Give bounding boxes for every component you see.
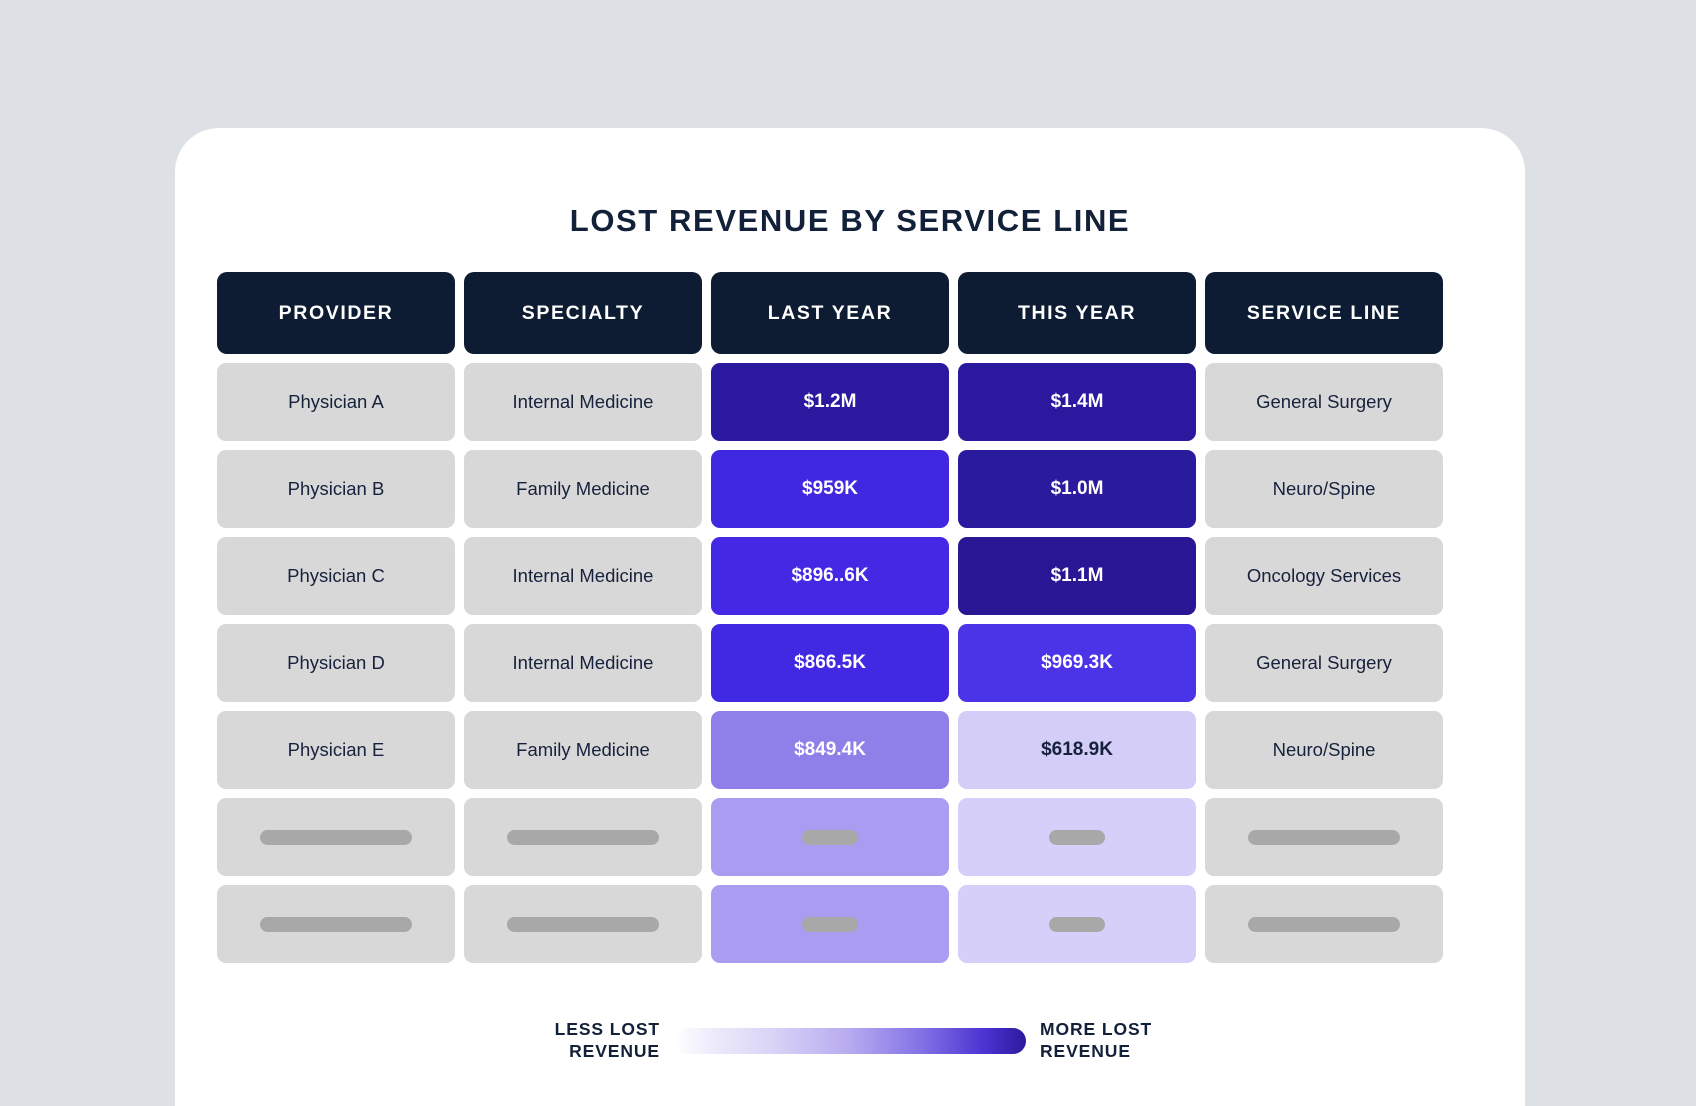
lost-revenue-table: PROVIDER SPECIALTY LAST YEAR THIS YEAR S… [217,272,1449,972]
cell-specialty: Internal Medicine [464,624,702,702]
placeholder-bar [802,916,858,932]
cell-service-line: General Surgery [1205,363,1443,441]
cell-specialty-placeholder [464,798,702,876]
cell-last-year: $849.4K [711,711,949,789]
table-row-placeholder [217,885,1449,963]
cell-last-year-placeholder [711,798,949,876]
legend-label-less: LESS LOST REVENUE [554,1019,660,1061]
column-header-provider[interactable]: PROVIDER [217,272,455,354]
page-title: LOST REVENUE BY SERVICE LINE [569,203,1131,238]
cell-specialty: Family Medicine [464,711,702,789]
placeholder-bar [507,829,659,845]
cell-service-line: Neuro/Spine [1205,450,1443,528]
column-header-service-line[interactable]: SERVICE LINE [1205,272,1443,354]
legend-label-more: MORE LOST REVENUE [1040,1019,1153,1061]
placeholder-bar [802,829,858,845]
cell-service-line-placeholder [1205,885,1443,963]
cell-last-year: $866.5K [711,624,949,702]
placeholder-bar [1248,916,1400,932]
column-header-last-year[interactable]: LAST YEAR [711,272,949,354]
legend-gradient-bar [674,1027,1026,1054]
cell-specialty: Internal Medicine [464,363,702,441]
placeholder-bar [260,829,412,845]
cell-last-year: $1.2M [711,363,949,441]
placeholder-bar [507,916,659,932]
cell-specialty: Internal Medicine [464,537,702,615]
column-header-this-year[interactable]: THIS YEAR [958,272,1196,354]
report-card: LOST REVENUE BY SERVICE LINE PROVIDER SP… [175,128,1525,1106]
placeholder-bar [260,916,412,932]
cell-last-year-placeholder [711,885,949,963]
table-row-placeholder [217,798,1449,876]
cell-specialty-placeholder [464,885,702,963]
cell-provider-placeholder [217,885,455,963]
table-header-row: PROVIDER SPECIALTY LAST YEAR THIS YEAR S… [217,272,1449,354]
cell-provider: Physician D [217,624,455,702]
placeholder-bar [1049,829,1105,845]
cell-this-year: $1.1M [958,537,1196,615]
cell-last-year: $959K [711,450,949,528]
cell-service-line: General Surgery [1205,624,1443,702]
cell-provider: Physician C [217,537,455,615]
cell-this-year: $969.3K [958,624,1196,702]
cell-last-year: $896..6K [711,537,949,615]
cell-specialty: Family Medicine [464,450,702,528]
cell-service-line-placeholder [1205,798,1443,876]
cell-service-line: Neuro/Spine [1205,711,1443,789]
cell-this-year-placeholder [958,885,1196,963]
cell-this-year: $618.9K [958,711,1196,789]
placeholder-bar [1049,916,1105,932]
cell-this-year: $1.0M [958,450,1196,528]
cell-service-line: Oncology Services [1205,537,1443,615]
cell-provider: Physician E [217,711,455,789]
placeholder-bar [1248,829,1400,845]
column-header-specialty[interactable]: SPECIALTY [464,272,702,354]
cell-provider: Physician B [217,450,455,528]
cell-provider: Physician A [217,363,455,441]
cell-this-year: $1.4M [958,363,1196,441]
cell-this-year-placeholder [958,798,1196,876]
cell-provider-placeholder [217,798,455,876]
color-legend: LESS LOST REVENUE MORE LOST REVENUE [175,1019,1525,1062]
